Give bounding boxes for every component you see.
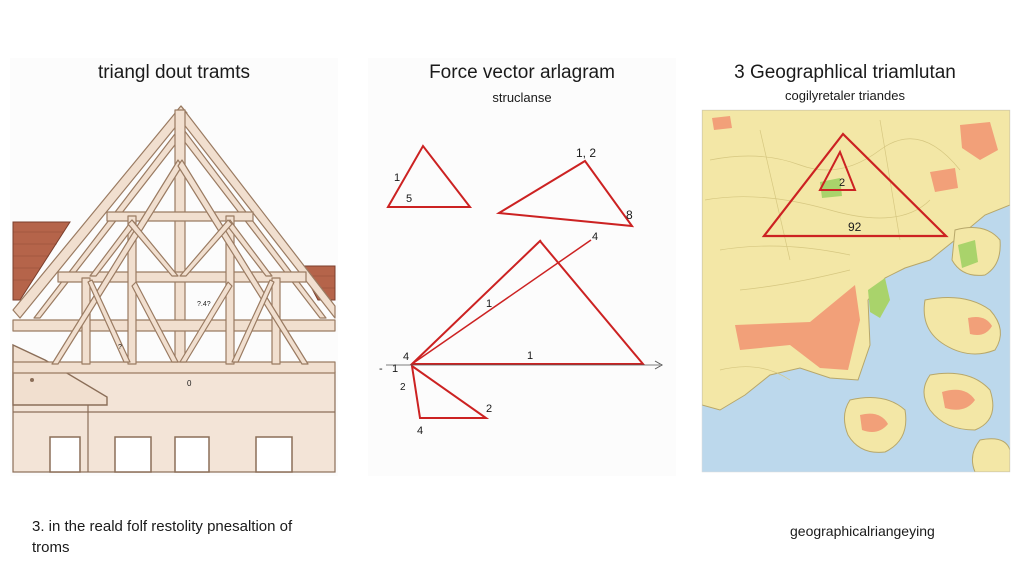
window — [174, 436, 210, 473]
side-gable — [12, 343, 108, 406]
vector-panel — [368, 58, 676, 476]
island — [971, 438, 1010, 472]
vector-triangle-2 — [495, 159, 635, 228]
dashed-vector — [411, 239, 542, 365]
svg-text:4: 4 — [592, 231, 598, 243]
triangulation-triangle-inner — [818, 149, 857, 191]
map-panel-title: 3 Geographlical triamlutan — [734, 62, 956, 83]
urban-area — [968, 317, 992, 335]
park-area — [958, 240, 978, 268]
map-caption: geographicalriangeying — [790, 523, 935, 539]
axis-arrowhead — [654, 360, 664, 370]
svg-text:2: 2 — [400, 382, 406, 393]
map-panel-subtitle: cogilyretaler triandes — [785, 88, 905, 103]
force-arrow — [411, 239, 592, 365]
park-area — [868, 278, 890, 318]
vector-panel-subtitle: struclanse — [492, 90, 552, 105]
svg-text:1: 1 — [486, 298, 492, 310]
urban-area — [930, 168, 958, 192]
vector-triangle-4 — [410, 363, 490, 419]
map-label-inner: 2 — [839, 177, 845, 189]
window — [49, 436, 81, 473]
svg-text:2: 2 — [486, 403, 492, 415]
truss-panel-title: triangl dout tramts — [97, 62, 251, 83]
roof-tiles-left — [12, 221, 71, 301]
svg-text:5: 5 — [406, 193, 412, 205]
map-label-base: 92 — [848, 220, 862, 234]
svg-text:1, 2: 1, 2 — [576, 146, 596, 160]
urban-area — [942, 389, 975, 410]
island — [923, 297, 1001, 355]
vector-panel-title: Force vector arlagram — [429, 62, 615, 83]
svg-text:4: 4 — [417, 425, 423, 437]
vector-triangle-1 — [386, 144, 473, 208]
svg-text:1: 1 — [527, 350, 533, 362]
window — [114, 436, 152, 473]
truss-label: ? — [118, 344, 122, 351]
triangulation-triangle-outer — [761, 132, 949, 238]
window — [255, 436, 293, 473]
svg-text:8: 8 — [626, 208, 633, 222]
vector-triangle-3 — [409, 239, 646, 365]
truss-label: ?.4? — [197, 301, 211, 308]
urban-area — [960, 122, 998, 160]
park-area — [820, 178, 842, 198]
svg-text:1: 1 — [394, 172, 400, 184]
svg-text:4: 4 — [403, 351, 409, 363]
svg-text:-: - — [379, 363, 383, 375]
urban-area — [712, 116, 732, 130]
truss-caption: 3. in the reald folf restolity pnesaltio… — [32, 518, 293, 556]
urban-area — [735, 285, 860, 370]
svg-text:1: 1 — [392, 363, 398, 375]
truss-label: 0 — [187, 379, 192, 388]
urban-area — [860, 413, 888, 432]
